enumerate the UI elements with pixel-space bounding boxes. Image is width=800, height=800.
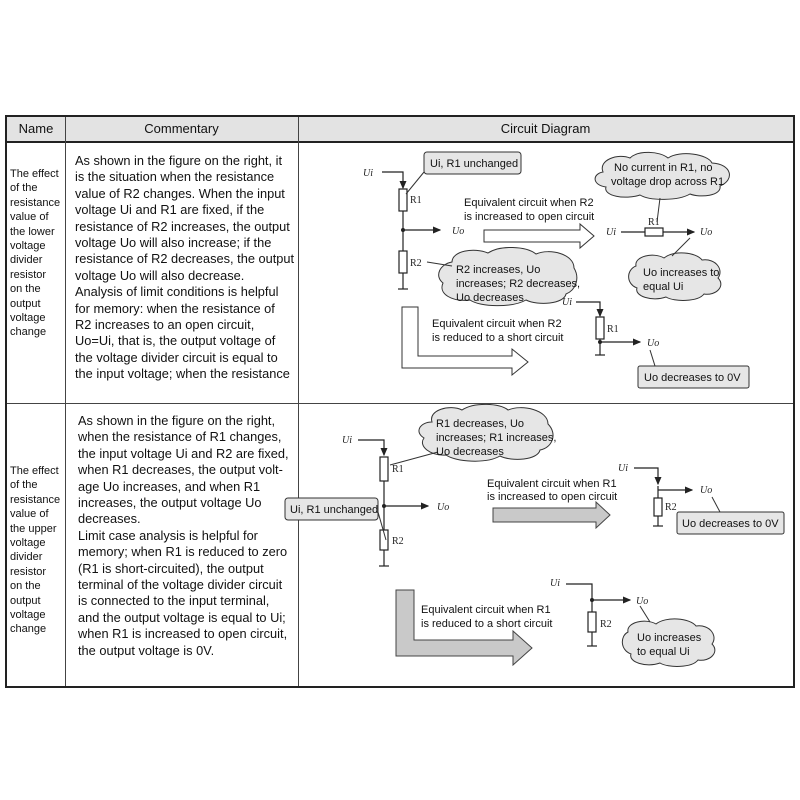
row1-short-label: is reduced to a short circuit [432, 332, 563, 344]
r1-label: R1 [607, 324, 619, 335]
svg-text:R2 increases, Uo: R2 increases, Uo [456, 264, 540, 276]
row2-short-arrow [395, 589, 533, 667]
svg-text:Uo increases: Uo increases [637, 632, 702, 644]
header-name: Name [18, 121, 54, 136]
r2-label: R2 [392, 536, 404, 547]
ui-symbol: Ui [618, 463, 628, 474]
svg-text:Uo decreases: Uo decreases [436, 446, 504, 458]
header-commentary: Commentary [144, 121, 219, 136]
svg-text:equal Ui: equal Ui [643, 281, 683, 293]
r1-label: R1 [648, 217, 660, 228]
box-uo-0v: Uo decreases to 0V [637, 349, 750, 389]
column-divider [65, 117, 66, 686]
table-header: Name Commentary Circuit Diagram [7, 117, 793, 143]
svg-text:Uo decreases: Uo decreases [456, 292, 524, 304]
ui-symbol: Ui [606, 227, 616, 238]
comparison-table: Name Commentary Circuit Diagram The effe… [5, 115, 795, 688]
cloud-uo-equal-ui: Uo increases to equal Ui [628, 237, 722, 301]
ui-symbol: Ui [363, 168, 373, 179]
row1-open-label: Equivalent circuit when R2 [464, 197, 594, 209]
svg-text:R1 decreases, Uo: R1 decreases, Uo [436, 418, 524, 430]
svg-text:Ui, R1 unchanged: Ui, R1 unchanged [290, 504, 378, 516]
uo-symbol: Uo [636, 596, 648, 607]
row2-open-arrow [492, 500, 611, 530]
row2-short-label: Equivalent circuit when R1 [421, 604, 551, 616]
ui-symbol: Ui [562, 297, 572, 308]
row2-divider-circuit [358, 439, 430, 567]
row1-open-equivalent [621, 227, 696, 237]
row-divider [7, 403, 793, 404]
r2-label: R2 [665, 502, 677, 513]
row1-short-arrow [401, 306, 529, 377]
r2-label: R2 [410, 258, 422, 269]
uo-symbol: Uo [700, 227, 712, 238]
node-dot [401, 228, 405, 232]
uo-symbol: Uo [452, 226, 464, 237]
cloud-r2-changes: R2 increases, Uo increases; R2 decreases… [426, 247, 580, 307]
svg-text:to equal Ui: to equal Ui [637, 646, 690, 658]
column-divider [298, 117, 299, 686]
row2-open-equivalent [634, 467, 694, 527]
svg-text:Ui, R1 unchanged: Ui, R1 unchanged [430, 158, 518, 170]
node-dot [598, 340, 602, 344]
cloud-uo-equal-ui-row2: Uo increases to equal Ui [621, 605, 716, 667]
row2-open-label: Equivalent circuit when R1 [487, 478, 617, 490]
svg-text:No current in R1, no: No current in R1, no [614, 162, 712, 174]
svg-text:increases; R2 decreases,: increases; R2 decreases, [456, 278, 580, 290]
cloud-no-current: No current in R1, no voltage drop across… [594, 151, 730, 223]
row1-open-label: is increased to open circuit [464, 211, 594, 223]
node-dot [382, 504, 386, 508]
uo-symbol: Uo [700, 485, 712, 496]
row1-short-equivalent [576, 301, 642, 356]
row2-commentary: As shown in the figure on the right,when… [78, 413, 289, 658]
svg-text:Uo increases to: Uo increases to [643, 267, 719, 279]
ui-symbol: Ui [550, 578, 560, 589]
row1-open-arrow [483, 222, 595, 250]
row2-short-label: is reduced to a short circuit [421, 618, 552, 630]
node-dot [590, 598, 594, 602]
header-circuit-diagram: Circuit Diagram [500, 121, 591, 136]
r2-label: R2 [600, 619, 612, 630]
row1-short-label: Equivalent circuit when R2 [432, 318, 562, 330]
row2-short-equivalent [566, 583, 632, 647]
row2-open-label: is increased to open circuit [487, 491, 617, 503]
callout-ui-r1-unchanged: Ui, R1 unchanged [405, 151, 522, 195]
row1-divider-circuit [382, 171, 442, 290]
uo-symbol: Uo [647, 338, 659, 349]
svg-text:Uo decreases to 0V: Uo decreases to 0V [682, 518, 779, 530]
cloud-r1-changes: R1 decreases, Uo increases; R1 increases… [389, 403, 556, 466]
r1-label: R1 [392, 464, 404, 475]
box-uo-0v-row2: Uo decreases to 0V [676, 496, 785, 535]
svg-text:Uo decreases to 0V: Uo decreases to 0V [644, 372, 741, 384]
uo-symbol: Uo [437, 502, 449, 513]
callout-ui-r1-unchanged-row2: Ui, R1 unchanged [284, 497, 387, 541]
svg-text:increases; R1 increases,: increases; R1 increases, [436, 432, 556, 444]
r1-label: R1 [410, 195, 422, 206]
ui-symbol: Ui [342, 435, 352, 446]
svg-text:voltage drop across R1: voltage drop across R1 [611, 176, 724, 188]
